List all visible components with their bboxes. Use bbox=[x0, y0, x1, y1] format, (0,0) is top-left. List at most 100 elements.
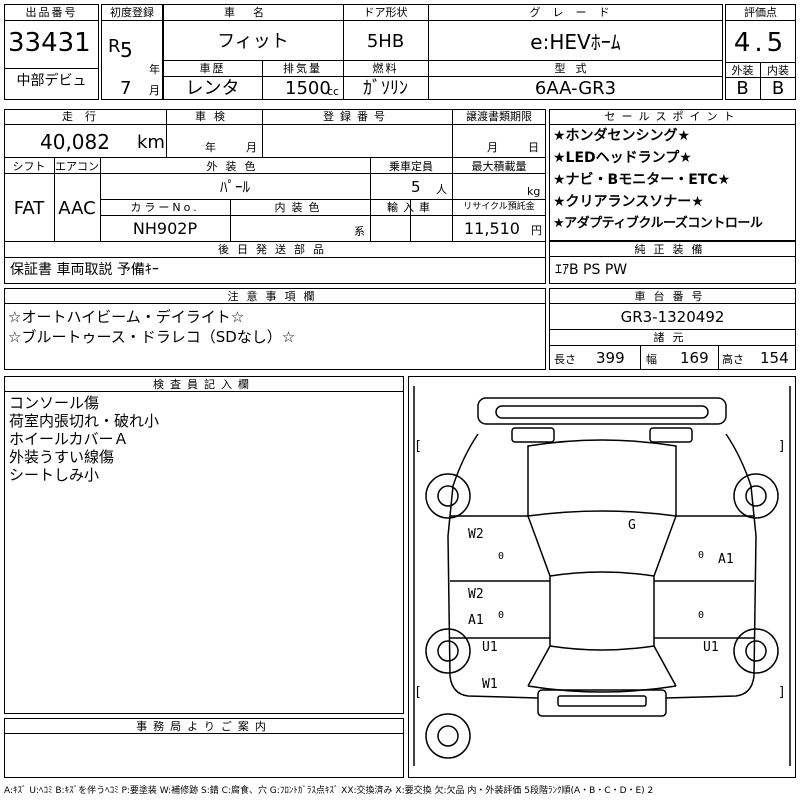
sales-points-box bbox=[549, 109, 796, 241]
inspector-label: 検査員記入欄 bbox=[153, 378, 255, 391]
era: R bbox=[108, 36, 121, 57]
transfer-day-unit: 日 bbox=[528, 141, 539, 154]
inspector-line: ホイールカバーＡ bbox=[9, 430, 129, 448]
registration-label: 登録番号 bbox=[323, 110, 391, 123]
mark-u1-left: U1 bbox=[482, 640, 498, 655]
followup: 保証書 車両取説 予備ｷｰ bbox=[10, 262, 159, 278]
score-label: 評価点 bbox=[744, 6, 777, 19]
recycle-unit: 円 bbox=[531, 224, 542, 237]
car-name-label: 車名 bbox=[224, 6, 282, 19]
equipment: ｴｱB PS PW bbox=[555, 262, 628, 278]
office-box bbox=[4, 718, 404, 778]
grade-label: グレード bbox=[529, 6, 622, 19]
bracket-right-bottom: ] bbox=[778, 685, 786, 700]
inspector-line: 荷室内張切れ・破れ小 bbox=[9, 412, 160, 430]
displacement-label: 排気量 bbox=[283, 62, 322, 75]
ac-label: エアコン bbox=[55, 160, 99, 173]
first-reg-label: 初度登録 bbox=[110, 6, 154, 19]
capacity-unit: 人 bbox=[436, 183, 447, 196]
model: 6AA-GR3 bbox=[534, 78, 617, 99]
notes-line: ☆ブルートゥース・ドラレコ（SDなし）☆ bbox=[8, 328, 296, 346]
sales-point: ★クリアランスソナー★ bbox=[553, 194, 704, 210]
reg-year: 5 bbox=[120, 38, 133, 62]
color-no-label: カラーNo. bbox=[130, 201, 200, 214]
score: 4.5 bbox=[733, 28, 788, 58]
office-label: 事務局よりご案内 bbox=[136, 720, 272, 733]
spec-label: 諸元 bbox=[653, 331, 692, 344]
lot-number: 33431 bbox=[8, 28, 91, 58]
sales-points-label: セールスポイント bbox=[604, 110, 741, 123]
mark-a1-right: A1 bbox=[718, 552, 734, 567]
month-unit: 月 bbox=[149, 84, 160, 97]
capacity-label: 乗車定員 bbox=[389, 160, 433, 173]
mark-zero-right: 0 bbox=[698, 550, 705, 561]
length: 399 bbox=[596, 349, 625, 367]
inspector-box bbox=[4, 376, 404, 714]
grade: e:HEVﾎｰﾑ bbox=[530, 30, 621, 54]
mileage-unit: km bbox=[137, 132, 165, 153]
history: レンタ bbox=[185, 78, 240, 99]
shift: FAT bbox=[13, 198, 45, 219]
int-color-unit: 系 bbox=[354, 225, 365, 238]
bracket-left-top: [ bbox=[414, 439, 422, 454]
exterior-label: 外装 bbox=[731, 64, 754, 77]
inspection-label: 車検 bbox=[195, 110, 233, 123]
detail-box bbox=[4, 109, 546, 284]
mark-a1-left: A1 bbox=[468, 613, 484, 628]
transfer-label: 譲渡書類期限 bbox=[466, 110, 532, 123]
year-unit: 年 bbox=[149, 63, 160, 76]
capacity: 5 bbox=[411, 178, 421, 196]
int-color-label: 内装色 bbox=[274, 201, 326, 214]
sales-point: ★アダプティブクルーズコントロール bbox=[553, 216, 763, 231]
equipment-box bbox=[549, 241, 796, 284]
notes-label: 注意事項欄 bbox=[227, 290, 323, 303]
fuel-label: 燃料 bbox=[372, 62, 399, 75]
model-label: 型式 bbox=[554, 62, 597, 75]
mark-zero-right-rear: 0 bbox=[698, 610, 705, 621]
load-label: 最大積載量 bbox=[471, 160, 527, 173]
sales-point: ★ナビ・Bモニター・ETC★ bbox=[553, 172, 731, 188]
bracket-left-bottom: [ bbox=[414, 685, 422, 700]
import-label: 輸入車 bbox=[387, 201, 435, 214]
inspector-line: 外装うすい線傷 bbox=[9, 448, 115, 466]
reg-month: 7 bbox=[120, 78, 132, 99]
lot-label: 出品番号 bbox=[25, 6, 78, 19]
inspection-month-unit: 月 bbox=[246, 141, 257, 154]
ext-color: ﾊﾟｰﾙ bbox=[219, 178, 250, 196]
displacement-unit: cc bbox=[327, 85, 340, 98]
width-label: 幅 bbox=[646, 353, 657, 366]
length-label: 長さ bbox=[554, 353, 576, 366]
car-name: フィット bbox=[217, 31, 289, 52]
displacement: 1500 bbox=[285, 78, 331, 99]
mark-zero-rear: 0 bbox=[498, 610, 505, 621]
legend: A:ｷｽﾞ U:ﾍｺﾐ B:ｷｽﾞを伴うﾍｺﾐ P:要塗装 W:補修跡 S:錆 … bbox=[4, 786, 654, 796]
mark-w2-front: W2 bbox=[468, 527, 484, 542]
height: 154 bbox=[760, 349, 789, 367]
interior-grade: B bbox=[771, 78, 785, 99]
inspector-notes: コンソール傷 荷室内張切れ・破れ小 ホイールカバーＡ 外装うすい線傷 シートしみ… bbox=[9, 396, 159, 486]
bracket-right-top: ] bbox=[778, 439, 786, 454]
inspector-line: シートしみ小 bbox=[9, 466, 100, 484]
ac: AAC bbox=[58, 198, 96, 219]
mark-w1: W1 bbox=[482, 677, 498, 692]
sales-points-list: ★ホンダセンシング★ ★LEDヘッドランプ★ ★ナビ・Bモニター・ETC★ ★ク… bbox=[553, 129, 795, 239]
notes-box bbox=[4, 288, 546, 370]
inspector-line: コンソール傷 bbox=[9, 394, 100, 412]
ext-color-label: 外装色 bbox=[206, 160, 264, 173]
car-diagram bbox=[413, 386, 791, 766]
mark-g: G bbox=[628, 518, 636, 533]
recycle: 11,510 bbox=[464, 219, 520, 238]
mark-w2-rear: W2 bbox=[468, 587, 484, 602]
chassis-label: 車台番号 bbox=[634, 290, 711, 303]
shift-label: シフト bbox=[12, 160, 46, 173]
chassis-number: GR3-1320492 bbox=[620, 308, 725, 326]
fuel: ｶﾞｿﾘﾝ bbox=[363, 78, 408, 99]
color-no: NH902P bbox=[132, 219, 198, 238]
recycle-label: リサイクル預託金 bbox=[463, 202, 535, 212]
mark-zero-front: 0 bbox=[498, 551, 505, 562]
mark-u1-right: U1 bbox=[703, 640, 719, 655]
load-unit: kg bbox=[527, 185, 541, 198]
equipment-label: 純正装備 bbox=[634, 243, 711, 256]
transfer-month-unit: 月 bbox=[487, 141, 498, 154]
debut-label: 中部デビュ bbox=[16, 73, 87, 89]
